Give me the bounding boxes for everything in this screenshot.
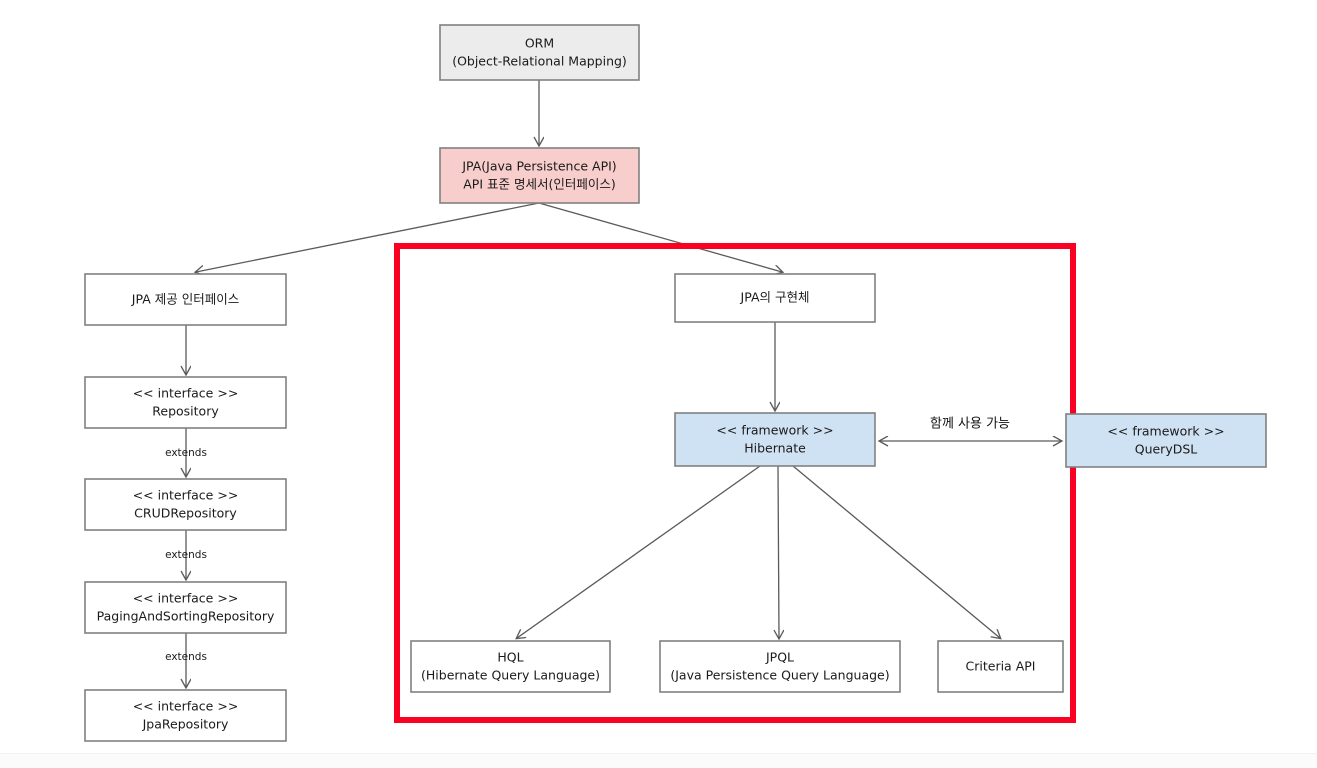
- node-jpa-repository[interactable]: << interface >> JpaRepository: [84, 689, 287, 742]
- edge-crud-to-paging: extends: [165, 530, 207, 579]
- edge-paging-to-jpa-repository: extends: [165, 633, 207, 687]
- node-jpa-implementation[interactable]: JPA의 구현체: [674, 273, 876, 323]
- edge-repository-to-crud: extends: [165, 428, 207, 476]
- node-querydsl-line-1: << framework >>: [1107, 424, 1224, 439]
- node-hibernate-line-1: << framework >>: [716, 423, 833, 438]
- node-jpa-provided-interface-line-1: JPA 제공 인터페이스: [131, 292, 239, 307]
- node-repository[interactable]: << interface >> Repository: [84, 376, 287, 429]
- edge-jpa-to-implementation: [538, 202, 782, 272]
- node-jpql[interactable]: JPQL (Java Persistence Query Language): [659, 640, 901, 693]
- node-hql-line-2: (Hibernate Query Language): [421, 668, 600, 683]
- node-repository-line-2: Repository: [152, 404, 219, 419]
- hibernate-scope-highlight: [394, 243, 1076, 723]
- edge-hibernate-querydsl-bidirectional: 함께 사용 가능: [880, 417, 1061, 442]
- node-hibernate-line-2: Hibernate: [744, 441, 806, 456]
- node-paging-and-sorting-repository-line-1: << interface >>: [133, 591, 239, 606]
- edge-hibernate-to-criteria-api: [792, 465, 1000, 638]
- node-repository-line-1: << interface >>: [133, 386, 239, 401]
- node-querydsl[interactable]: << framework >> QueryDSL: [1065, 413, 1267, 468]
- node-jpql-line-2: (Java Persistence Query Language): [670, 668, 889, 683]
- node-criteria-api[interactable]: Criteria API: [937, 640, 1064, 693]
- node-crud-repository-line-1: << interface >>: [133, 488, 239, 503]
- edge-jpa-to-provided-interface: [196, 202, 540, 272]
- node-jpa[interactable]: JPA(Java Persistence API) API 표준 명세서(인터페…: [439, 147, 640, 204]
- node-hibernate[interactable]: << framework >> Hibernate: [674, 412, 876, 467]
- node-hql-line-1: HQL: [497, 650, 523, 665]
- node-jpa-repository-line-2: JpaRepository: [142, 717, 229, 732]
- node-jpa-line-2: API 표준 명세서(인터페이스): [463, 177, 615, 192]
- edge-hibernate-to-jpql: [778, 465, 779, 638]
- node-jpa-line-1: JPA(Java Persistence API): [461, 159, 616, 174]
- node-orm-line-1: ORM: [525, 36, 554, 51]
- node-hql[interactable]: HQL (Hibernate Query Language): [410, 640, 611, 693]
- node-jpa-repository-line-1: << interface >>: [133, 699, 239, 714]
- bottom-edge-band: [0, 753, 1317, 768]
- edge-label-extends-1: extends: [165, 447, 207, 459]
- node-paging-and-sorting-repository-line-2: PagingAndSortingRepository: [97, 609, 275, 624]
- node-crud-repository-line-2: CRUDRepository: [134, 506, 237, 521]
- node-jpa-implementation-line-1: JPA의 구현체: [740, 290, 810, 305]
- node-querydsl-line-2: QueryDSL: [1135, 442, 1198, 457]
- edge-hibernate-to-hql: [517, 465, 761, 638]
- node-orm-line-2: (Object-Relational Mapping): [452, 54, 627, 69]
- node-jpa-provided-interface[interactable]: JPA 제공 인터페이스: [84, 273, 287, 326]
- edge-label-extends-2: extends: [165, 549, 207, 561]
- edge-label-extends-3: extends: [165, 651, 207, 663]
- node-orm[interactable]: ORM (Object-Relational Mapping): [439, 24, 640, 81]
- node-criteria-api-line-1: Criteria API: [966, 659, 1036, 674]
- node-jpql-line-1: JPQL: [765, 650, 794, 665]
- node-crud-repository[interactable]: << interface >> CRUDRepository: [84, 478, 287, 531]
- edge-label-together-usable: 함께 사용 가능: [930, 417, 1010, 432]
- node-paging-and-sorting-repository[interactable]: << interface >> PagingAndSortingReposito…: [84, 581, 287, 634]
